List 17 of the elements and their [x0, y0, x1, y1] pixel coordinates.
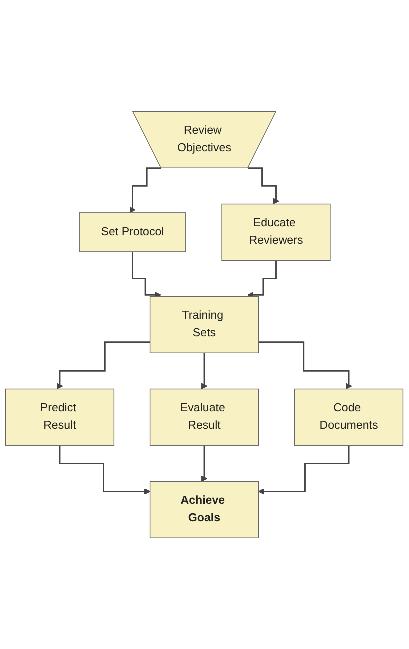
arrow	[247, 259, 277, 298]
arrow	[201, 444, 208, 482]
node-box: Set Protocol	[79, 212, 186, 252]
node-box: Training Sets	[150, 296, 260, 354]
arrow	[59, 444, 151, 494]
arrow	[201, 352, 208, 390]
arrow	[56, 341, 150, 390]
node-box: Predict Result	[5, 388, 115, 446]
arrow	[132, 250, 162, 298]
arrow	[130, 167, 162, 213]
arrow	[258, 341, 352, 390]
node-box: Achieve Goals	[150, 480, 260, 538]
node-box: Evaluate Result	[150, 388, 260, 446]
node-box: Code Documents	[294, 388, 404, 446]
node-box: Educate Reviewers	[222, 203, 331, 261]
arrow	[258, 444, 350, 494]
arrow	[248, 167, 280, 204]
